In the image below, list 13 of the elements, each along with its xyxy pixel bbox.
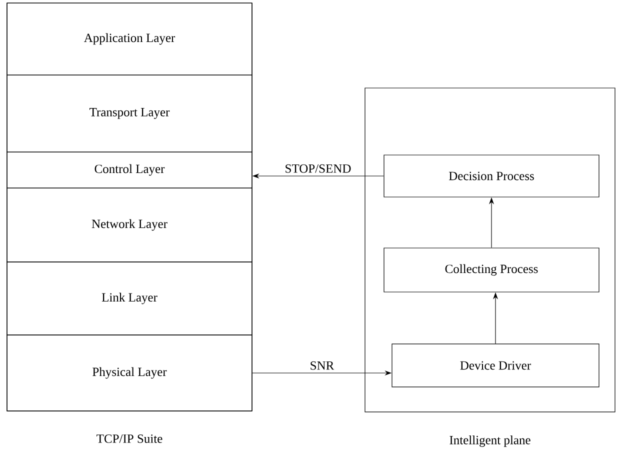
node-label: TCP/IP Suite (96, 434, 162, 443)
layer-box: Control Layer (6, 152, 252, 188)
layer-box: Transport Layer (6, 74, 252, 152)
process-box: Device Driver (392, 344, 600, 388)
process-box: Decision Process (384, 154, 600, 198)
edge-label: STOP/SEND (286, 164, 351, 173)
layer-box: Physical Layer (6, 334, 252, 412)
edge-label: SNR (310, 361, 334, 370)
process-box: Collecting Process (384, 248, 600, 292)
node-label: Intelligent plane (450, 436, 530, 447)
layer-box: Link Layer (6, 262, 252, 336)
layer-box: Application Layer (6, 2, 252, 76)
layer-box: Network Layer (6, 188, 252, 262)
